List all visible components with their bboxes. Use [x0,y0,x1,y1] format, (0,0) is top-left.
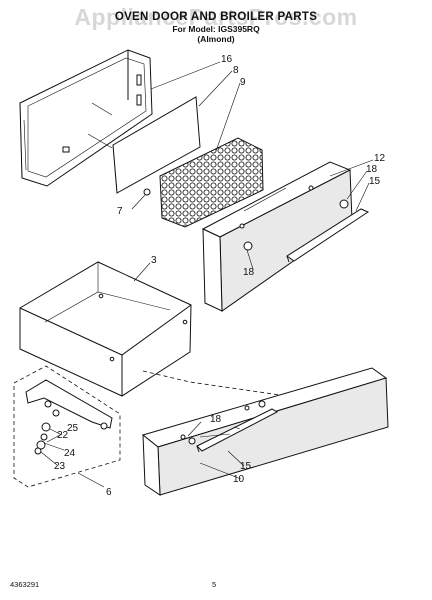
callout-10: 10 [233,474,245,485]
leader-line [131,194,146,210]
model-line: For Model: IGS395RQ [172,24,260,34]
drawer-dash-line [142,370,281,396]
callout-22: 22 [57,430,69,441]
callout-24: 24 [64,448,76,459]
callout-3: 3 [151,255,157,266]
assembly-line [91,102,113,116]
leader-lines [40,61,374,488]
drawer-handle-part-15 [196,408,279,453]
assembly-line [87,133,113,149]
callout-7: 7 [117,206,123,217]
door-handle-part-15 [286,208,370,263]
callout-15-drawer: 15 [240,461,252,472]
callout-23: 23 [54,461,66,472]
page-title: OVEN DOOR AND BROILER PARTS [114,11,318,23]
document-number: 4363291 [10,580,40,589]
broiler-drawer-front-part-10 [141,367,389,496]
screw-part-7 [143,188,151,196]
drawer-glide-assembly-part-6 [13,365,121,488]
callout-18-handle: 18 [243,267,255,278]
outer-door-panel-part-12 [201,161,353,312]
color-line: (Almond) [197,34,235,44]
page-number: 5 [212,580,217,589]
callout-12: 12 [374,153,386,164]
door-glass-part-8 [112,96,201,194]
callout-8: 8 [233,65,239,76]
callout-labels: 16 8 9 7 12 18 15 18 3 22 25 24 23 6 18 … [54,54,386,498]
door-insulation-part-9 [159,137,264,228]
callout-6: 6 [106,487,112,498]
callout-15-door: 15 [369,176,381,187]
callout-18-drawer: 18 [210,414,222,425]
broiler-drawer-part-3 [19,261,192,397]
callout-9: 9 [240,77,246,88]
inner-door-frame-part-16 [19,49,153,187]
assembly-line [243,187,287,212]
callout-18-door: 18 [366,164,378,175]
callout-16: 16 [221,54,233,65]
callout-25: 25 [67,423,79,434]
